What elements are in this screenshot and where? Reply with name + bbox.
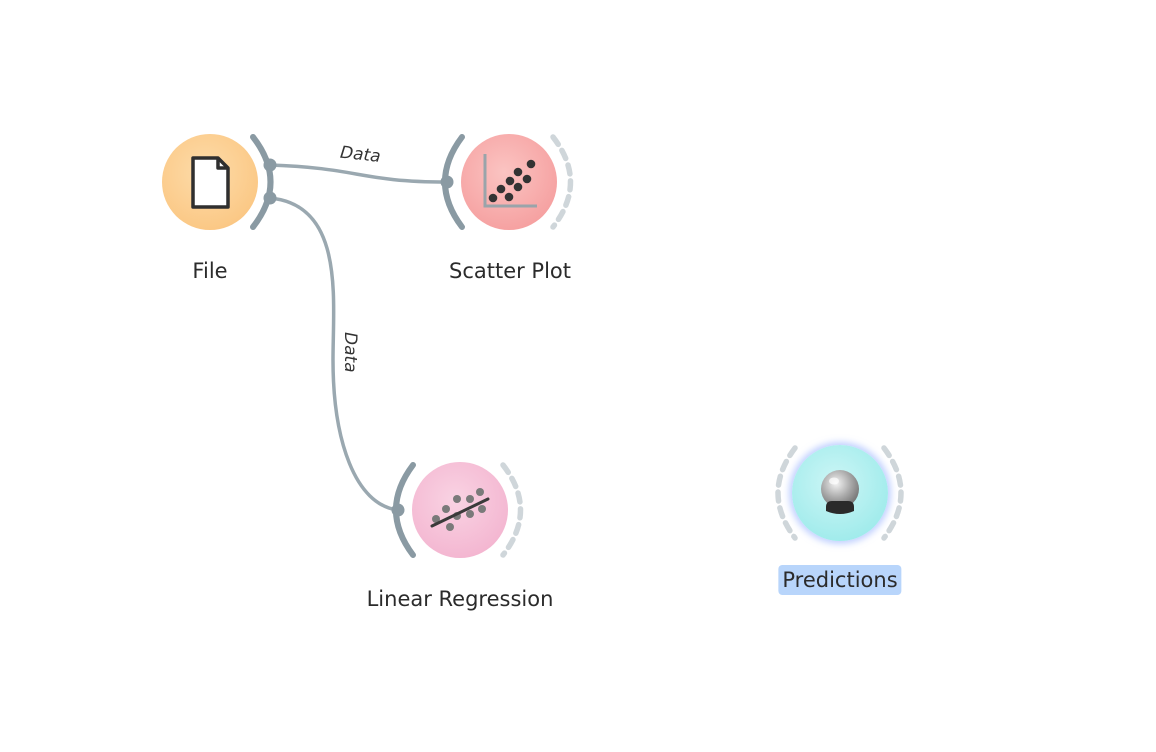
linear-regression-icon [430,488,490,531]
crystal-ball-icon [821,470,859,514]
scatter-plot-widget-label[interactable]: Scatter Plot [448,259,572,283]
file-widget[interactable] [162,134,258,230]
link-file-scatter-plot[interactable] [269,163,448,184]
link-file-linear-regression[interactable] [269,196,399,512]
predictions-output-anchor[interactable] [881,445,904,541]
linear-regression-widget-label[interactable]: Linear Regression [366,587,554,611]
scatter-plot-input-port[interactable] [440,175,454,189]
link-label-file-linear-regression: Data [340,332,360,373]
linear-regression-output-anchor[interactable] [500,462,524,558]
linear-regression-widget[interactable] [412,462,508,558]
predictions-input-anchor[interactable] [775,445,798,541]
predictions-widget[interactable] [792,445,888,541]
file-widget-label[interactable]: File [192,259,228,283]
linear-regression-input-port[interactable] [391,503,405,517]
file-icon [191,156,230,209]
scatter-plot-icon [483,154,537,208]
scatter-plot-output-anchor[interactable] [550,134,574,230]
file-output-anchor[interactable] [250,134,274,230]
file-output-port-1[interactable] [263,158,277,172]
file-output-port-2[interactable] [263,191,277,205]
scatter-plot-widget[interactable] [461,134,557,230]
link-label-file-scatter-plot: Data [339,143,381,167]
predictions-widget-label[interactable]: Predictions [778,565,902,595]
